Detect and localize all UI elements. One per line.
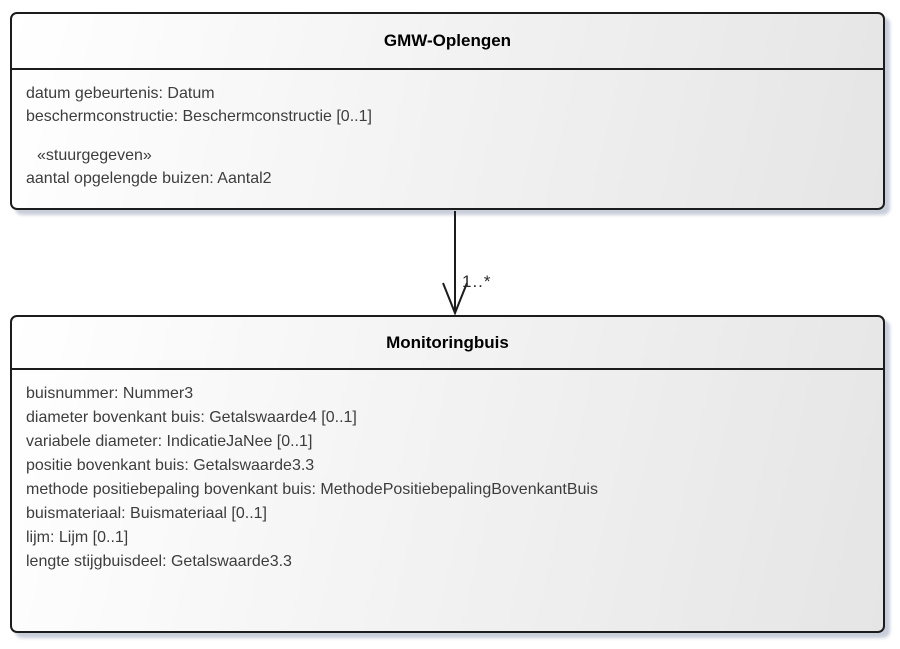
attribute-datum-gebeurtenis: datum gebeurtenis: Datum	[26, 85, 215, 102]
attribute-lengte-stijgbuisdeel: lengte stijgbuisdeel: Getalswaarde3.3	[26, 553, 292, 570]
attribute-lijm: lijm: Lijm [0..1]	[26, 529, 129, 546]
class-attributes-gmw-oplengen: datum gebeurtenis: Datum beschermconstru…	[12, 70, 883, 190]
multiplicity-label: 1..*	[462, 272, 492, 291]
attribute-diameter-bovenkant-buis: diameter bovenkant buis: Getalswaarde4 […	[26, 409, 357, 426]
attribute-positie-bovenkant-buis: positie bovenkant buis: Getalswaarde3.3	[26, 457, 315, 474]
uml-class-monitoringbuis: Monitoringbuis buisnummer: Nummer3 diame…	[10, 315, 885, 633]
attribute-variabele-diameter: variabele diameter: IndicatieJaNee [0..1…	[26, 433, 313, 450]
class-attributes-monitoringbuis: buisnummer: Nummer3 diameter bovenkant b…	[12, 370, 883, 574]
stereotype-stuurgegeven: «stuurgegeven»	[37, 147, 152, 164]
attribute-buisnummer: buisnummer: Nummer3	[26, 385, 194, 402]
class-title-gmw-oplengen: GMW-Oplengen	[12, 14, 883, 70]
class-title-monitoringbuis: Monitoringbuis	[12, 317, 883, 370]
attribute-beschermconstructie: beschermconstructie: Beschermconstructie…	[26, 108, 372, 125]
uml-class-gmw-oplengen: GMW-Oplengen datum gebeurtenis: Datum be…	[10, 12, 885, 210]
attribute-methode-positiebepaling: methode positiebepaling bovenkant buis: …	[26, 481, 598, 498]
attribute-buismateriaal: buismateriaal: Buismateriaal [0..1]	[26, 505, 267, 522]
attribute-aantal-opgelengde-buizen: aantal opgelengde buizen: Aantal2	[26, 170, 272, 187]
